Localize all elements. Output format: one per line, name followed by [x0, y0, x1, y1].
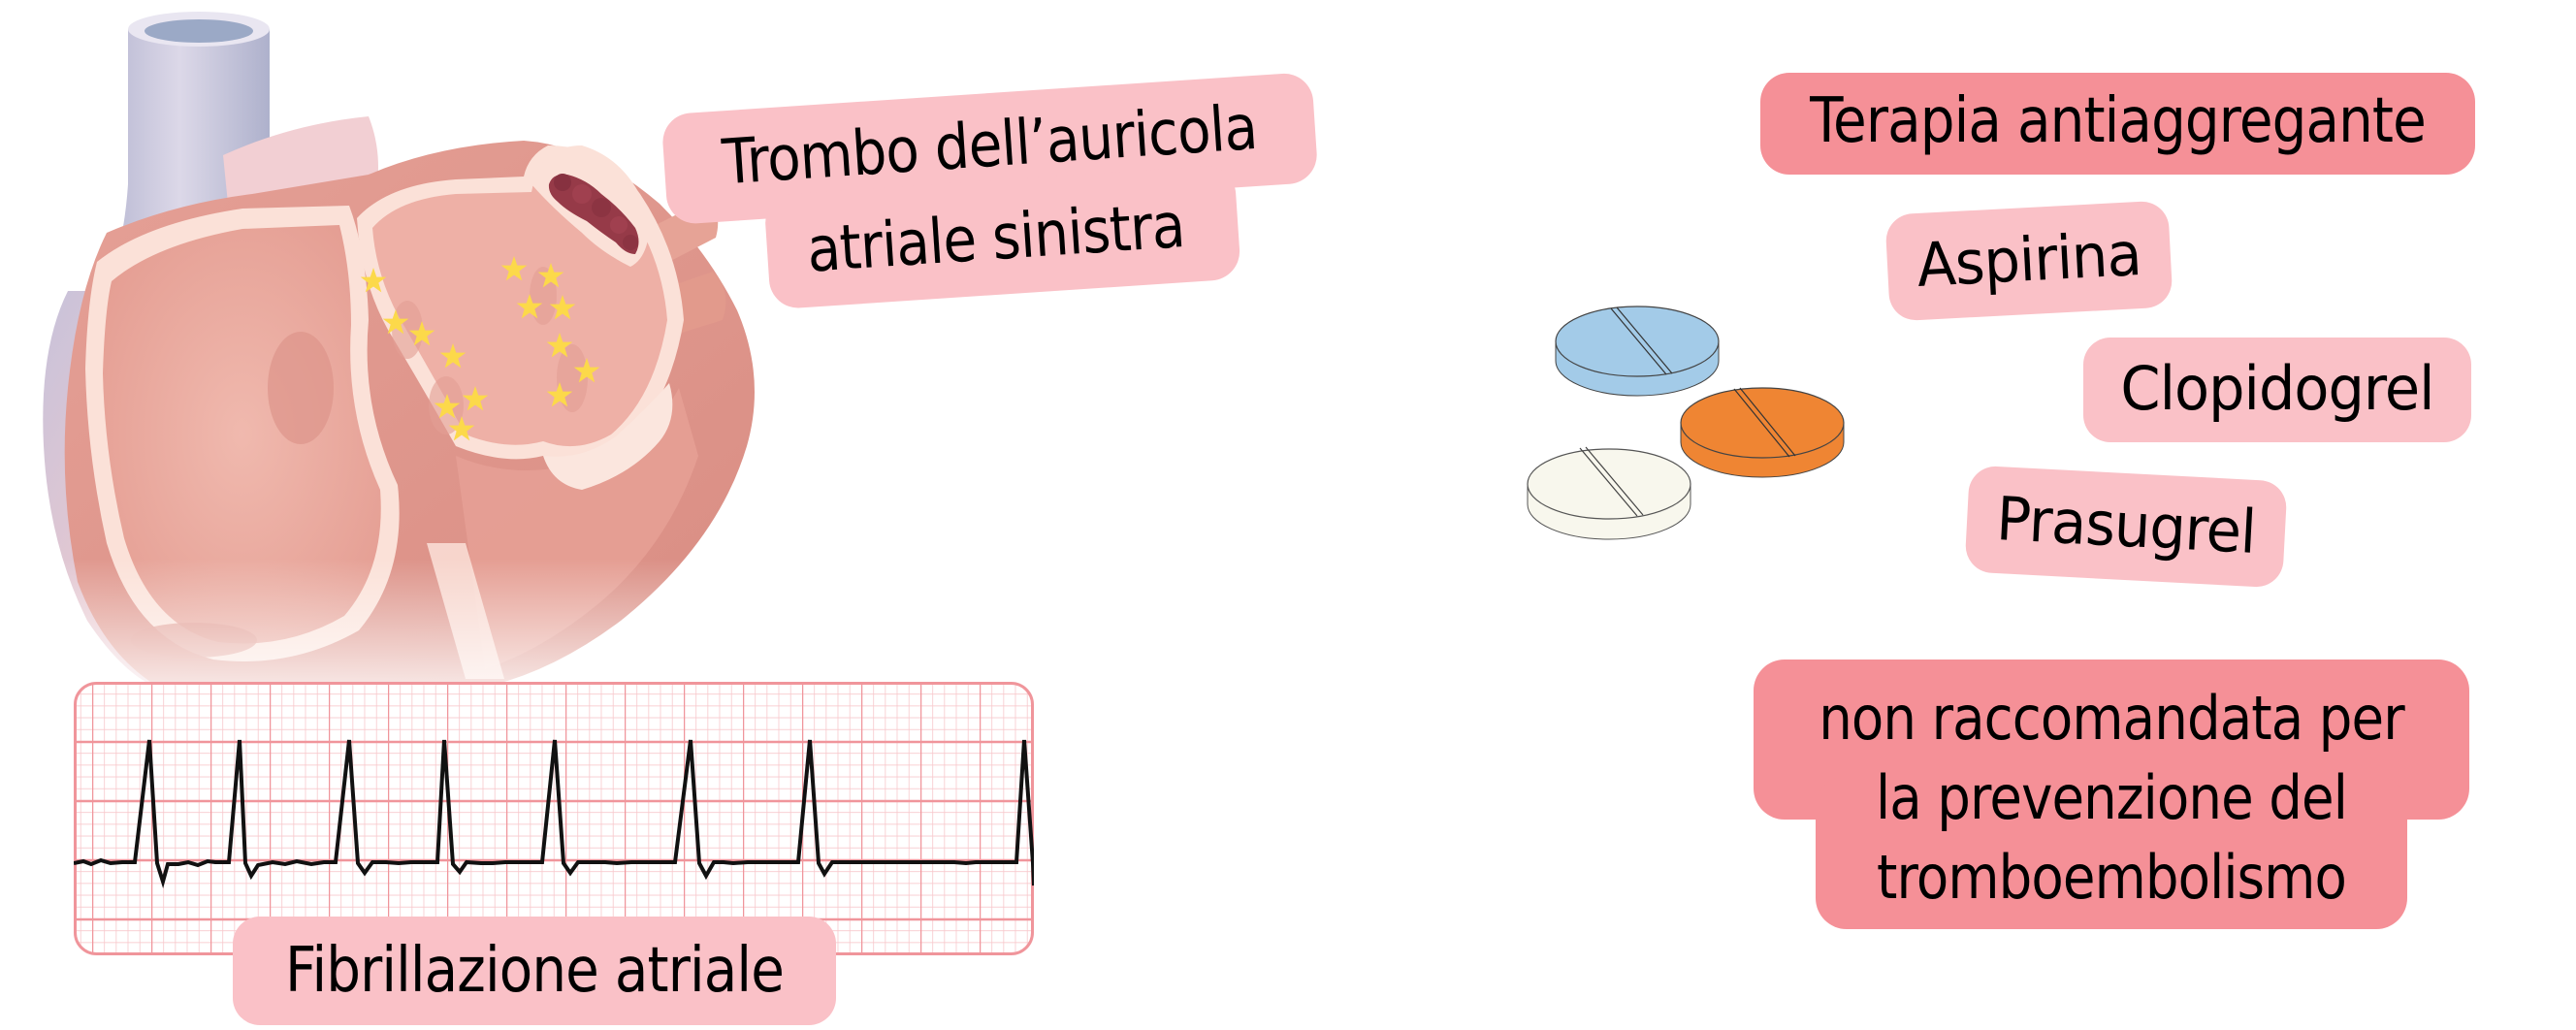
- drug-name: Prasugrel: [1994, 483, 2258, 567]
- note-line2: la prevenzione del: [1875, 762, 2348, 833]
- thrombus-callout-label: Trombo dell’auricola atriale sinistra: [660, 71, 1326, 326]
- ecg-strip: [74, 682, 1034, 955]
- drug-label-clopidogrel: Clopidogrel: [2083, 338, 2471, 442]
- heart-cross-section-illustration: [0, 0, 795, 698]
- orange-pill-icon: [1680, 387, 1845, 478]
- drug-name: Aspirina: [1915, 218, 2143, 302]
- drug-label-aspirina: Aspirina: [1884, 200, 2174, 322]
- atrial-fibrillation-label: Fibrillazione atriale: [233, 917, 836, 1025]
- ecg-grid: [75, 683, 1033, 954]
- note-line3: tromboembolismo: [1877, 842, 2347, 913]
- drug-name: Clopidogrel: [2120, 353, 2434, 424]
- drug-label-prasugrel: Prasugrel: [1964, 465, 2288, 589]
- atrial-fibrillation-text: Fibrillazione atriale: [285, 935, 785, 1007]
- ecg-trace-icon: [74, 739, 1034, 889]
- blue-pill-icon: [1555, 306, 1720, 397]
- note-line1: non raccomandata per: [1819, 683, 2404, 754]
- antiplatelet-therapy-heading: Terapia antiaggregante: [1760, 73, 2475, 175]
- pills-icon: [1527, 306, 1845, 540]
- not-recommended-note: non raccomandata per la prevenzione del …: [1754, 660, 2469, 929]
- antiplatelet-therapy-text: Terapia antiaggregante: [1810, 85, 2427, 157]
- white-pill-icon: [1527, 446, 1691, 540]
